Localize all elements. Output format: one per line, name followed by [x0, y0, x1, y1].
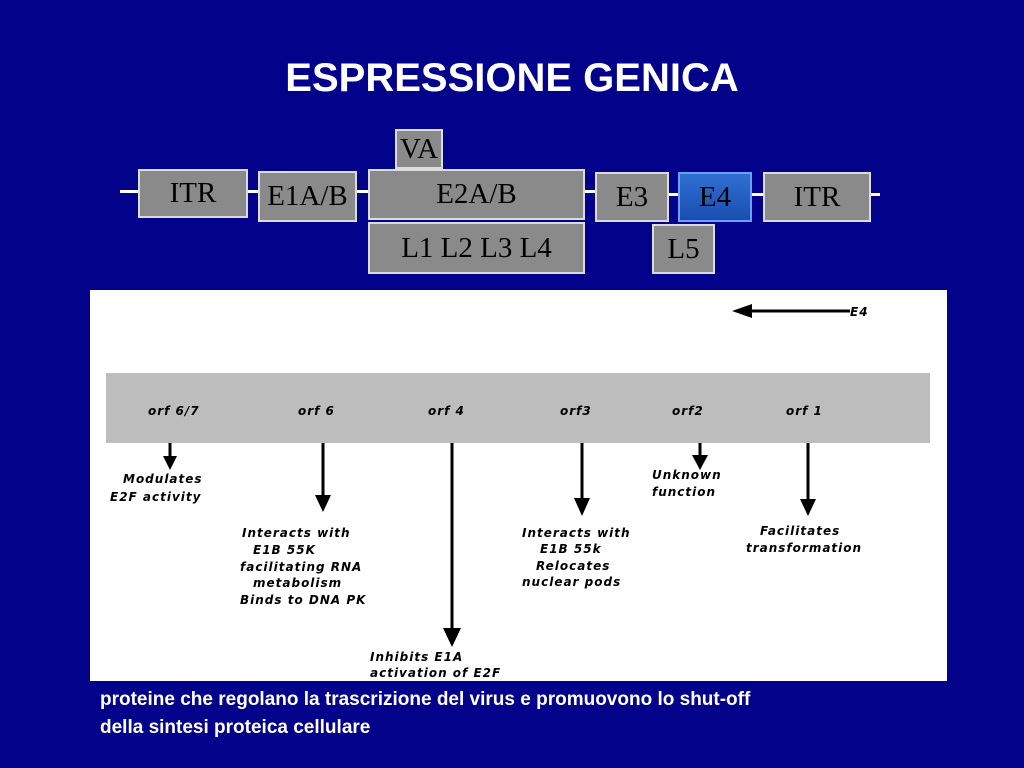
e4-orf-figure: E4 orf 6/7 orf 6 orf 4 orf3 orf2 orf 1 — [90, 290, 947, 681]
orf-label: orf 1 — [786, 404, 823, 418]
genome-line-segment — [357, 190, 368, 193]
svg-text:Unknown: Unknown — [652, 468, 722, 482]
svg-text:E2F activity: E2F activity — [110, 490, 202, 504]
caption: proteine che regolano la trascrizione de… — [100, 686, 1000, 742]
orf-arrow — [443, 443, 461, 647]
orf-arrow — [692, 443, 708, 470]
genome-line-segment — [120, 190, 138, 193]
gene-box-e1ab: E1A/B — [258, 171, 357, 222]
orf-arrow — [315, 443, 331, 512]
direction-arrow-head — [732, 304, 752, 318]
gene-box-late-l1-l4: L1 L2 L3 L4 — [368, 222, 585, 274]
svg-text:Interacts with: Interacts with — [242, 526, 351, 540]
svg-text:E1B 55k: E1B 55k — [540, 542, 602, 556]
orf-label: orf 6/7 — [148, 404, 200, 418]
svg-text:activation of E2F: activation of E2F — [370, 666, 501, 680]
gene-box-itr-left: ITR — [138, 169, 248, 218]
genome-line-segment — [669, 193, 678, 196]
e4-orf-diagram: E4 orf 6/7 orf 6 orf 4 orf3 orf2 orf 1 — [106, 304, 930, 680]
genome-line-segment — [248, 190, 258, 193]
caption-line: della sintesi proteica cellulare — [100, 717, 371, 738]
gene-box-e4: E4 — [678, 172, 752, 222]
slide-title: ESPRESSIONE GENICA — [285, 56, 739, 100]
svg-text:metabolism: metabolism — [253, 576, 342, 590]
svg-text:Relocates: Relocates — [536, 559, 610, 573]
genome-line-segment — [871, 193, 880, 196]
gene-box-va: VA — [395, 129, 443, 169]
orf-arrow — [574, 443, 590, 516]
e4-region-bar — [106, 373, 930, 443]
gene-box-e3: E3 — [595, 172, 669, 222]
orf-label: orf2 — [672, 404, 704, 418]
caption-line: proteine che regolano la trascrizione de… — [100, 689, 751, 710]
orf-function-text: Inhibits E1A activation of E2F — [370, 650, 501, 680]
orf-function-text: Unknown function — [652, 468, 722, 499]
svg-text:Binds to DNA PK: Binds to DNA PK — [240, 593, 367, 607]
orf-function-text: Facilitates transformation — [746, 524, 862, 555]
orf-function-text: Modulates E2F activity — [110, 472, 203, 504]
orf-arrow — [800, 443, 816, 516]
orf-function-text: Interacts with E1B 55K facilitating RNA … — [240, 526, 367, 607]
gene-box-late-l5: L5 — [652, 224, 715, 274]
svg-text:transformation: transformation — [746, 541, 862, 555]
orf-arrow — [163, 443, 177, 470]
orf-label: orf 4 — [428, 404, 465, 418]
svg-text:Inhibits E1A: Inhibits E1A — [370, 650, 463, 664]
svg-text:function: function — [652, 485, 716, 499]
gene-box-itr-right: ITR — [763, 172, 871, 222]
orf-label: orf 6 — [298, 404, 335, 418]
genome-line-segment — [752, 193, 763, 196]
svg-text:facilitating RNA: facilitating RNA — [240, 560, 362, 574]
svg-text:nuclear pods: nuclear pods — [522, 575, 621, 589]
direction-label: E4 — [850, 305, 869, 319]
svg-text:Modulates: Modulates — [123, 472, 203, 486]
orf-function-text: Interacts with E1B 55k Relocates nuclear… — [522, 526, 631, 589]
orf-label: orf3 — [560, 404, 592, 418]
svg-text:E1B 55K: E1B 55K — [253, 543, 317, 557]
genome-line-segment — [585, 190, 595, 193]
svg-text:Interacts with: Interacts with — [522, 526, 631, 540]
svg-text:Facilitates: Facilitates — [760, 524, 840, 538]
gene-box-e2ab: E2A/B — [368, 169, 585, 220]
